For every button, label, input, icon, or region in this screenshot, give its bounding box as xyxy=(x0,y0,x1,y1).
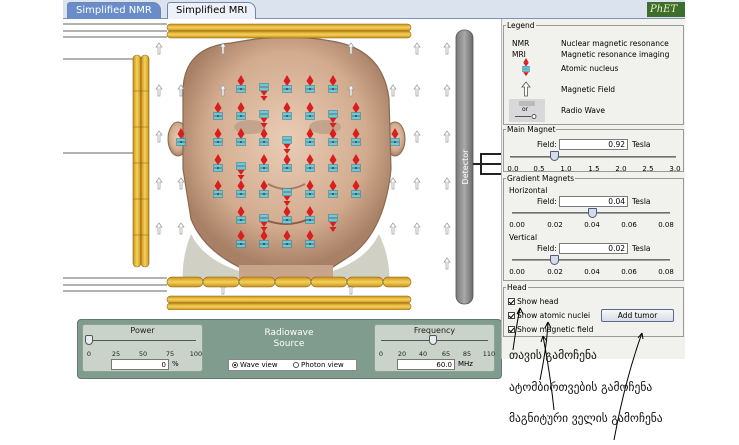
main-magnet-group: Main Magnet Field: 0.92 Tesla 0.0 0.5 1.… xyxy=(503,125,684,173)
horizontal-field-input[interactable]: 0.04 xyxy=(559,196,628,207)
frequency-control: Frequency 0 20 40 65 85 110 60.0 MHz xyxy=(374,324,495,372)
power-control: Power 0 25 50 75 100 0 % xyxy=(82,324,203,372)
main-magnet-slider-track[interactable] xyxy=(510,156,676,158)
radiowave-source-title: Radiowave Source xyxy=(264,328,314,349)
main-magnet-slider-thumb[interactable] xyxy=(550,151,559,161)
legend-nmr-text: Nuclear magnetic resonance xyxy=(561,39,669,48)
radio-wave-icon: or xyxy=(509,99,545,122)
legend-title: Legend xyxy=(507,21,535,30)
detector-label: Detector xyxy=(461,149,470,185)
legend-mri-abbr: MRI xyxy=(512,50,526,59)
arrow-to-show-field xyxy=(542,335,555,411)
vertical-unit: Tesla xyxy=(632,244,651,253)
add-tumor-button[interactable]: Add tumor xyxy=(601,309,674,322)
show-head-checkbox[interactable]: Show head xyxy=(508,297,558,306)
tab-simplified-mri[interactable]: Simplified MRI xyxy=(167,2,257,19)
power-unit: % xyxy=(172,360,179,368)
vertical-slider-thumb[interactable] xyxy=(550,255,559,265)
legend-radiowave-text: Radio Wave xyxy=(561,106,606,115)
atomic-nucleus-icon xyxy=(522,58,530,77)
horizontal-slider-thumb[interactable] xyxy=(588,208,597,218)
gradient-magnets-title: Gradient Magnets xyxy=(507,174,575,183)
photon-view-radio[interactable]: Photon view xyxy=(293,360,344,371)
horizontal-label: Horizontal xyxy=(509,186,548,195)
main-magnet-unit: Tesla xyxy=(632,140,651,149)
mri-simulation-app: Simplified NMR Simplified MRI PhET xyxy=(63,0,685,380)
mri-scene: Detector xyxy=(63,23,501,311)
main-magnet-title: Main Magnet xyxy=(507,125,556,134)
legend-group: Legend NMR Nuclear magnetic resonance MR… xyxy=(503,21,684,125)
view-mode-group: Wave view Photon view xyxy=(228,359,357,371)
arrow-to-show-head xyxy=(512,307,521,351)
legend-field-text: Magnetic Field xyxy=(561,85,616,94)
frequency-slider-thumb[interactable] xyxy=(429,335,437,345)
horizontal-unit: Tesla xyxy=(632,197,651,206)
gradient-magnets-group: Gradient Magnets Horizontal Field: 0.04 … xyxy=(503,174,684,281)
frequency-label: Frequency xyxy=(413,326,456,335)
arrow-to-add-tumor xyxy=(613,332,643,441)
frequency-unit: MHz xyxy=(458,360,473,368)
phet-logo: PhET xyxy=(647,2,685,17)
power-slider-thumb[interactable] xyxy=(85,335,93,345)
vertical-field-label: Field: xyxy=(537,244,557,253)
legend-nmr-abbr: NMR xyxy=(512,39,530,48)
power-label: Power xyxy=(130,326,155,335)
vertical-slider-track[interactable] xyxy=(512,259,670,261)
main-magnet-field-input[interactable]: 0.92 xyxy=(559,139,628,150)
detector: Detector xyxy=(455,29,501,305)
annotation-show-nuclei: ატომბირთვების გამოჩენა xyxy=(509,380,653,394)
power-slider-track[interactable] xyxy=(89,340,196,341)
horizontal-field-label: Field: xyxy=(537,197,557,206)
left-gradient-magnet xyxy=(132,54,150,268)
tab-simplified-nmr[interactable]: Simplified NMR xyxy=(67,2,161,19)
legend-nucleus-text: Atomic nucleus xyxy=(561,64,619,73)
top-gradient-magnet xyxy=(166,23,412,39)
control-panel: Legend NMR Nuclear magnetic resonance MR… xyxy=(501,19,685,359)
main-magnet-field-label: Field: xyxy=(537,140,557,149)
radiowave-source-panel: Power 0 25 50 75 100 0 % Radiowave Sourc… xyxy=(77,319,502,379)
wave-view-radio[interactable]: Wave view xyxy=(232,360,278,371)
head-group: Head Show head Show atomic nuclei Show m… xyxy=(503,283,684,337)
bottom-main-magnet xyxy=(166,276,412,311)
simulation-canvas: Detector xyxy=(63,19,501,311)
show-magnetic-field-checkbox[interactable]: Show magnetic field xyxy=(508,325,593,334)
legend-mri-text: Magnetic resonance imaging xyxy=(561,50,670,59)
power-value-field[interactable]: 0 xyxy=(111,359,169,370)
annotation-show-head: თავის გამოჩენა xyxy=(509,348,597,362)
magnetic-field-arrow-icon xyxy=(521,81,531,97)
show-atomic-nuclei-checkbox[interactable]: Show atomic nuclei xyxy=(508,311,590,320)
frequency-value-field[interactable]: 60.0 xyxy=(397,359,455,370)
magnet-wires xyxy=(63,23,167,292)
vertical-label: Vertical xyxy=(509,233,538,242)
head-group-title: Head xyxy=(507,283,527,292)
vertical-field-input[interactable]: 0.02 xyxy=(559,243,628,254)
annotation-show-field: მაგნიტური ველის გამოჩენა xyxy=(509,411,663,425)
tab-bar: Simplified NMR Simplified MRI PhET xyxy=(63,0,685,19)
